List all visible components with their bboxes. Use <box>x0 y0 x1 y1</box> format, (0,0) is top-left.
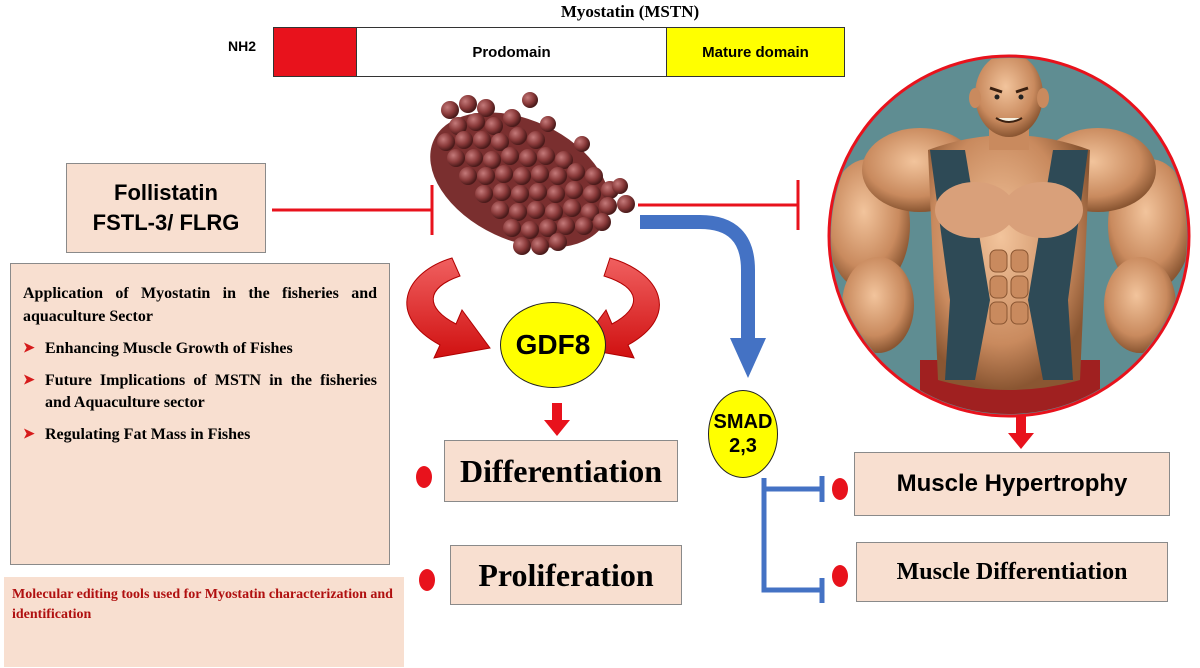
proliferation-box: Proliferation <box>450 545 682 605</box>
application-item-text: Enhancing Muscle Growth of Fishes <box>45 340 293 357</box>
smad-number-label: 2,3 <box>729 435 757 457</box>
follistatin-inhibition-line <box>272 185 434 235</box>
smad-node: SMAD 2,3 <box>708 390 778 478</box>
application-title: Application of Myostatin in the fisherie… <box>23 285 377 325</box>
follistatin-label: Follistatin <box>114 180 218 205</box>
arrow-bullet-icon: ➤ <box>23 341 35 356</box>
muscle-differentiation-box: Muscle Differentiation <box>856 542 1168 602</box>
molecular-tools-text: Molecular editing tools used for Myostat… <box>12 587 393 622</box>
application-item: ➤ Future Implications of MSTN in the fis… <box>23 370 377 414</box>
nh2-label: NH2 <box>228 38 257 54</box>
mature-domain-segment: Mature domain <box>667 28 844 76</box>
application-item: ➤ Regulating Fat Mass in Fishes <box>23 424 377 446</box>
fstl3-flrg-label: FSTL-3/ FLRG <box>92 210 240 235</box>
hypertrophy-down-arrow <box>1008 416 1034 449</box>
application-box: Application of Myostatin in the fisherie… <box>10 263 390 565</box>
gdf8-node: GDF8 <box>500 302 606 388</box>
arrow-bullet-icon: ➤ <box>23 373 35 388</box>
smad-label: SMAD <box>713 411 773 433</box>
differentiation-box: Differentiation <box>444 440 678 502</box>
myostatin-inhibition-line <box>638 180 800 230</box>
diagram-title: Myostatin (MSTN) <box>560 2 700 21</box>
application-item-text: Regulating Fat Mass in Fishes <box>45 426 251 443</box>
proliferation-dot <box>419 569 435 591</box>
application-item: ➤ Enhancing Muscle Growth of Fishes <box>23 338 377 360</box>
nh2-segment <box>274 28 357 76</box>
hypertrophy-dot <box>832 478 848 500</box>
application-item-text: Future Implications of MSTN in the fishe… <box>45 372 377 411</box>
differentiation-dot <box>416 466 432 488</box>
protein-icon <box>430 92 635 255</box>
smad-inhibition-branches <box>761 476 825 603</box>
gdf8-down-arrow <box>544 403 570 436</box>
mstn-domain-bar: Prodomain Mature domain <box>273 27 845 77</box>
muscleman-icon <box>827 54 1191 418</box>
molecular-tools-box: Molecular editing tools used for Myostat… <box>4 577 404 667</box>
smad-activation-arrow <box>640 215 766 378</box>
prodomain-segment: Prodomain <box>357 28 667 76</box>
muscle-hypertrophy-box: Muscle Hypertrophy <box>854 452 1170 516</box>
arrow-bullet-icon: ➤ <box>23 427 35 442</box>
muscle-differentiation-dot <box>832 565 848 587</box>
left-curved-arrow <box>406 257 491 359</box>
follistatin-box: Follistatin FSTL-3/ FLRG <box>66 163 266 253</box>
